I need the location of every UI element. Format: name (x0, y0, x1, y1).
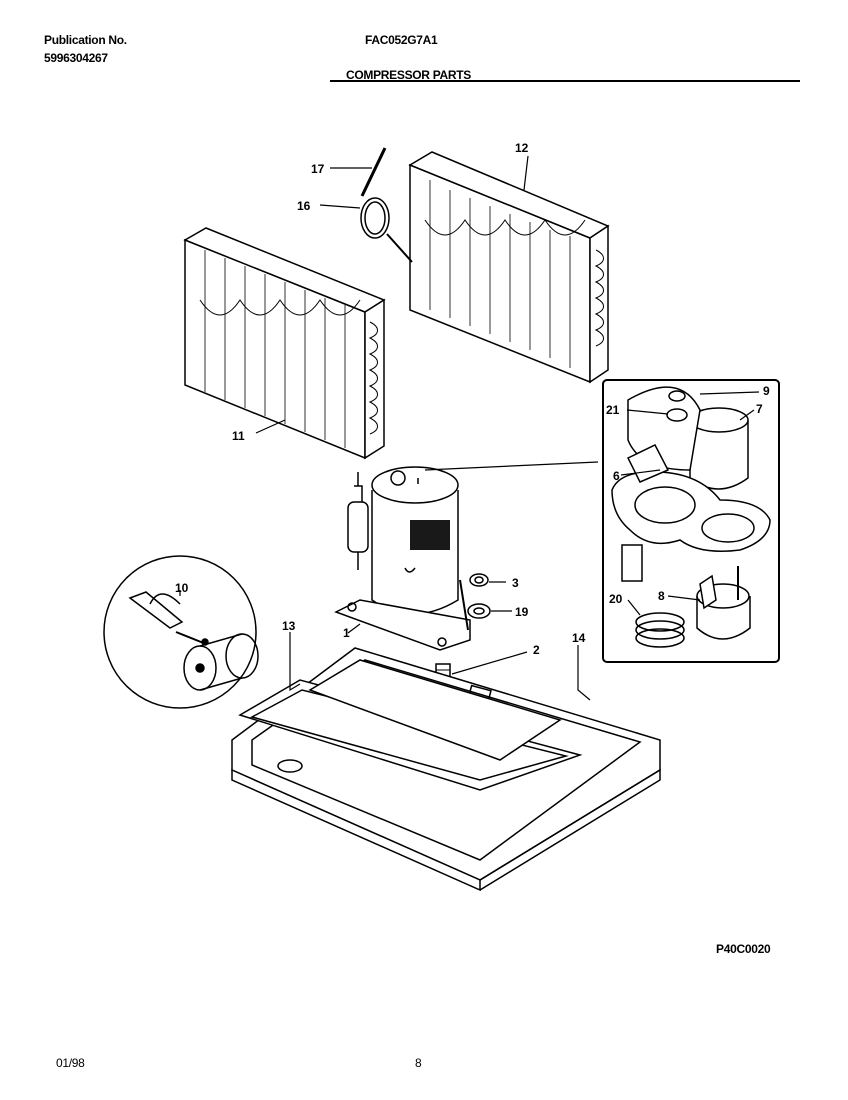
callout-11: 11 (232, 429, 245, 443)
condenser-coil-drawing (408, 151, 610, 384)
detail-callout-circle (103, 555, 259, 709)
callout-19: 19 (515, 605, 529, 619)
publication-number: 5996304267 (44, 51, 108, 65)
model-number: FAC052G7A1 (365, 33, 438, 47)
leader-lines (179, 155, 760, 701)
callout-16: 16 (297, 199, 311, 213)
detail-callout-box (602, 379, 780, 663)
evaporator-coil-drawing (183, 227, 386, 460)
callout-1: 1 (343, 626, 350, 640)
header-rule (330, 80, 800, 82)
drain-tray-drawing (238, 659, 583, 791)
callout-20: 20 (609, 592, 623, 606)
callout-7: 7 (756, 402, 763, 416)
footer-date: 01/98 (56, 1056, 85, 1070)
callout-13: 13 (282, 619, 296, 633)
callout-17: 17 (311, 162, 325, 176)
diagram-code: P40C0020 (716, 942, 771, 956)
callout-9: 9 (763, 384, 770, 398)
callout-21: 21 (606, 403, 620, 417)
callout-14: 14 (572, 631, 586, 645)
callout-2: 2 (533, 643, 540, 657)
callout-10: 10 (175, 581, 189, 595)
publication-label: Publication No. (44, 33, 127, 47)
callout-3: 3 (512, 576, 519, 590)
capillary-tube-drawing (360, 147, 413, 263)
callout-8: 8 (658, 589, 665, 603)
page-number: 8 (415, 1056, 422, 1070)
compressor-drawing (334, 466, 471, 651)
callout-labels: 1 2 3 6 6 7 8 9 10 11 12 13 14 16 17 19 … (175, 141, 770, 657)
callout-12: 12 (515, 141, 529, 155)
section-title: COMPRESSOR PARTS (346, 68, 471, 82)
callout-6-bracket: 6 (613, 469, 620, 483)
